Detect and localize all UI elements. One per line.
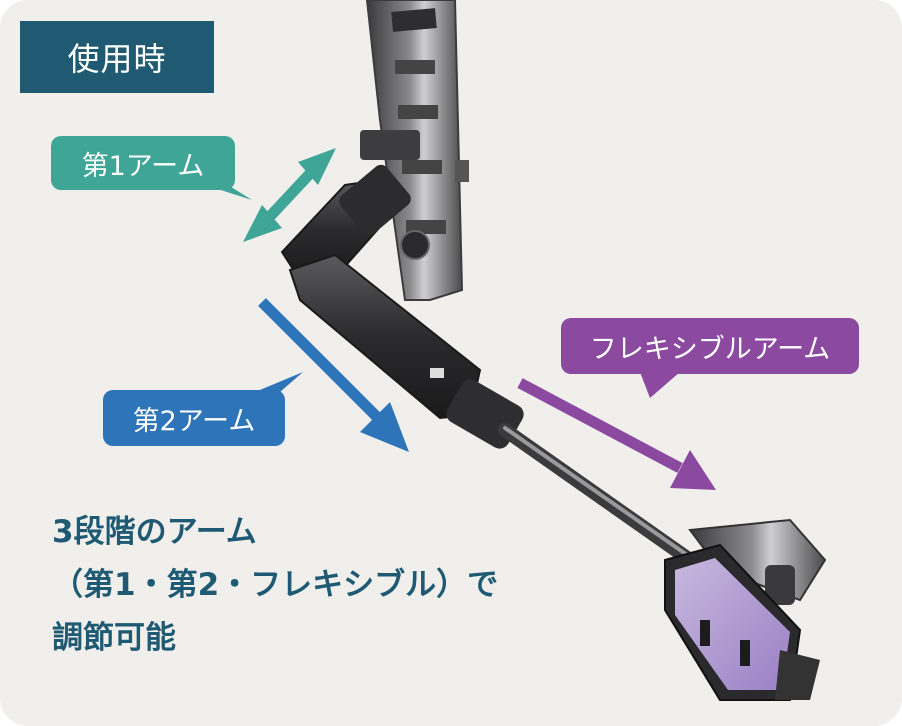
flexible-arm-label: フレキシブルアーム — [561, 318, 859, 374]
flexible-arm-arrow — [517, 378, 716, 490]
first-arm-label: 第1アーム — [51, 136, 235, 190]
description-caption: 3段階のアーム （第1・第2・フレキシブル）で 調節可能 — [52, 506, 612, 665]
caption-line-2: （第1・第2・フレキシブル）で — [52, 567, 499, 603]
device-holder — [664, 518, 827, 701]
arm2-bubble-tail — [255, 372, 303, 392]
flexible-bubble-tail — [640, 372, 680, 398]
mounting-rail — [360, 0, 469, 301]
caption-line-3: 調節可能 — [52, 620, 176, 656]
first-arm-arrow — [243, 148, 336, 242]
second-arm-label: 第2アーム — [103, 390, 285, 446]
flexible-arm — [498, 423, 697, 567]
usage-badge: 使用時 — [20, 21, 214, 93]
caption-line-1: 3段階のアーム — [52, 514, 257, 550]
second-arm-arrow — [258, 298, 409, 452]
